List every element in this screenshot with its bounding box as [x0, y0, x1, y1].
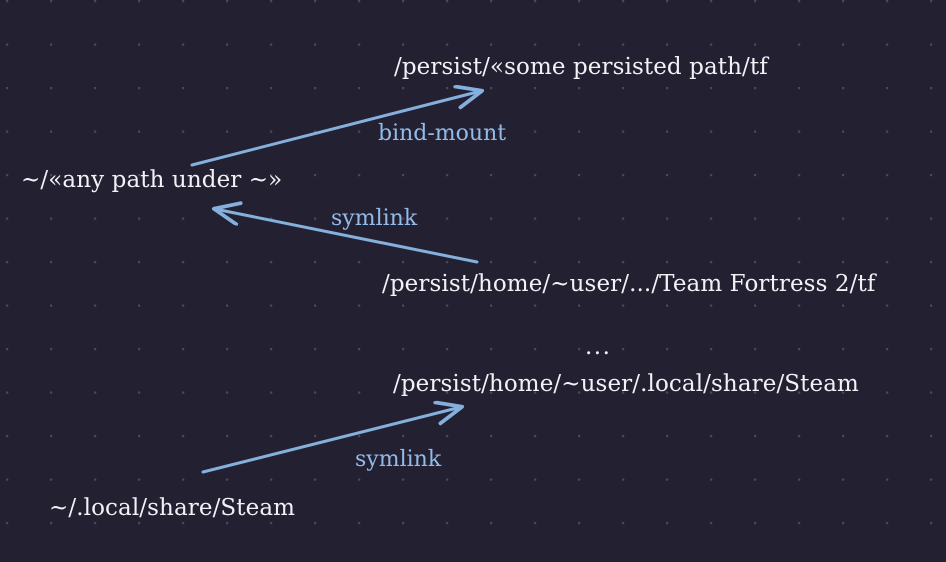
- ellipsis-separator: ...: [585, 334, 612, 360]
- edge-label-symlink-top: symlink: [331, 206, 418, 231]
- node-persist-team-fortress-2: /persist/home/~user/.../Team Fortress 2/…: [382, 271, 876, 297]
- edge-label-bind-mount: bind-mount: [378, 121, 507, 146]
- node-persist-some-persisted-path: /persist/«some persisted path/tf: [394, 54, 768, 80]
- node-home-any-path: ~/«any path under ~»: [21, 167, 283, 193]
- node-persist-steam: /persist/home/~user/.local/share/Steam: [393, 371, 859, 397]
- node-home-steam: ~/.local/share/Steam: [49, 495, 296, 521]
- edge-label-symlink-bottom: symlink: [355, 447, 442, 472]
